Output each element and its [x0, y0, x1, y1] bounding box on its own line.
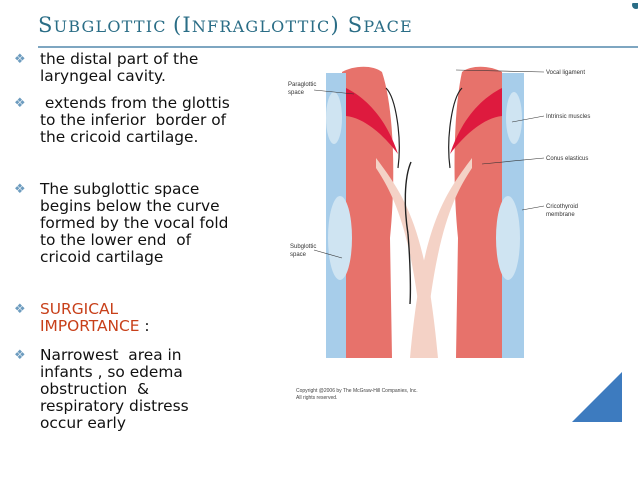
- bullet-text: SURGICAL IMPORTANCE :: [40, 301, 150, 335]
- lumen-line-right: [448, 87, 463, 169]
- subglottic-bracket-upper: [404, 161, 412, 235]
- title-underline: [38, 46, 638, 48]
- bullet-suffix: :: [139, 317, 150, 335]
- left-vocal-muscle: [346, 88, 398, 154]
- bullet-marker-icon: ❖: [14, 52, 26, 67]
- right-muscle-wall: [454, 66, 506, 358]
- surgical-importance-label: SURGICAL IMPORTANCE: [40, 300, 140, 335]
- left-paraglottic-ellipse: [326, 92, 342, 144]
- bullet-marker-icon: ❖: [14, 302, 26, 317]
- figure-copyright: Copyright @2006 by The McGraw-Hill Compa…: [296, 388, 418, 401]
- label-conus-elasticus: Conus elasticus: [546, 156, 588, 162]
- lumen-line-left: [385, 87, 400, 169]
- right-paraglottic-ellipse: [506, 92, 522, 144]
- label-vocal-ligament: Vocal ligament: [546, 70, 585, 76]
- title-rest-1: UBGLOTTIC: [53, 17, 173, 36]
- label-intrinsic-muscles: Intrinsic muscles: [546, 114, 590, 120]
- right-subglottic-ellipse: [496, 196, 520, 280]
- bullet-marker-icon: ❖: [14, 96, 26, 111]
- slide-title: SUBGLOTTIC (INFRAGLOTTIC) SPACE: [38, 13, 413, 37]
- title-cap-2: (I: [172, 13, 192, 37]
- left-muscle-wall: [342, 66, 394, 358]
- title-cap-1: S: [38, 13, 54, 37]
- bullet-marker-icon: ❖: [14, 182, 26, 197]
- corner-dot: [626, 0, 638, 12]
- title-rest-3: PACE: [363, 17, 413, 36]
- bullet-marker-icon: ❖: [14, 348, 26, 363]
- corner-pie-icon: [572, 372, 622, 422]
- bullet-text: The subglottic space begins below the cu…: [40, 180, 229, 266]
- right-conus: [410, 158, 472, 358]
- title-rest-2: NFRAGLOTTIC: [191, 17, 331, 36]
- right-vocal-muscle: [450, 88, 502, 154]
- bullet-text: extends from the glottis to the inferior…: [40, 94, 230, 146]
- left-subglottic-ellipse: [328, 196, 352, 280]
- subglottic-bracket-lower: [407, 233, 412, 305]
- bullet-text: Narrowest area in infants , so edema obs…: [40, 346, 189, 432]
- bullet-text: the distal part of the laryngeal cavity.: [40, 50, 199, 85]
- title-cap-3: ) S: [330, 13, 364, 37]
